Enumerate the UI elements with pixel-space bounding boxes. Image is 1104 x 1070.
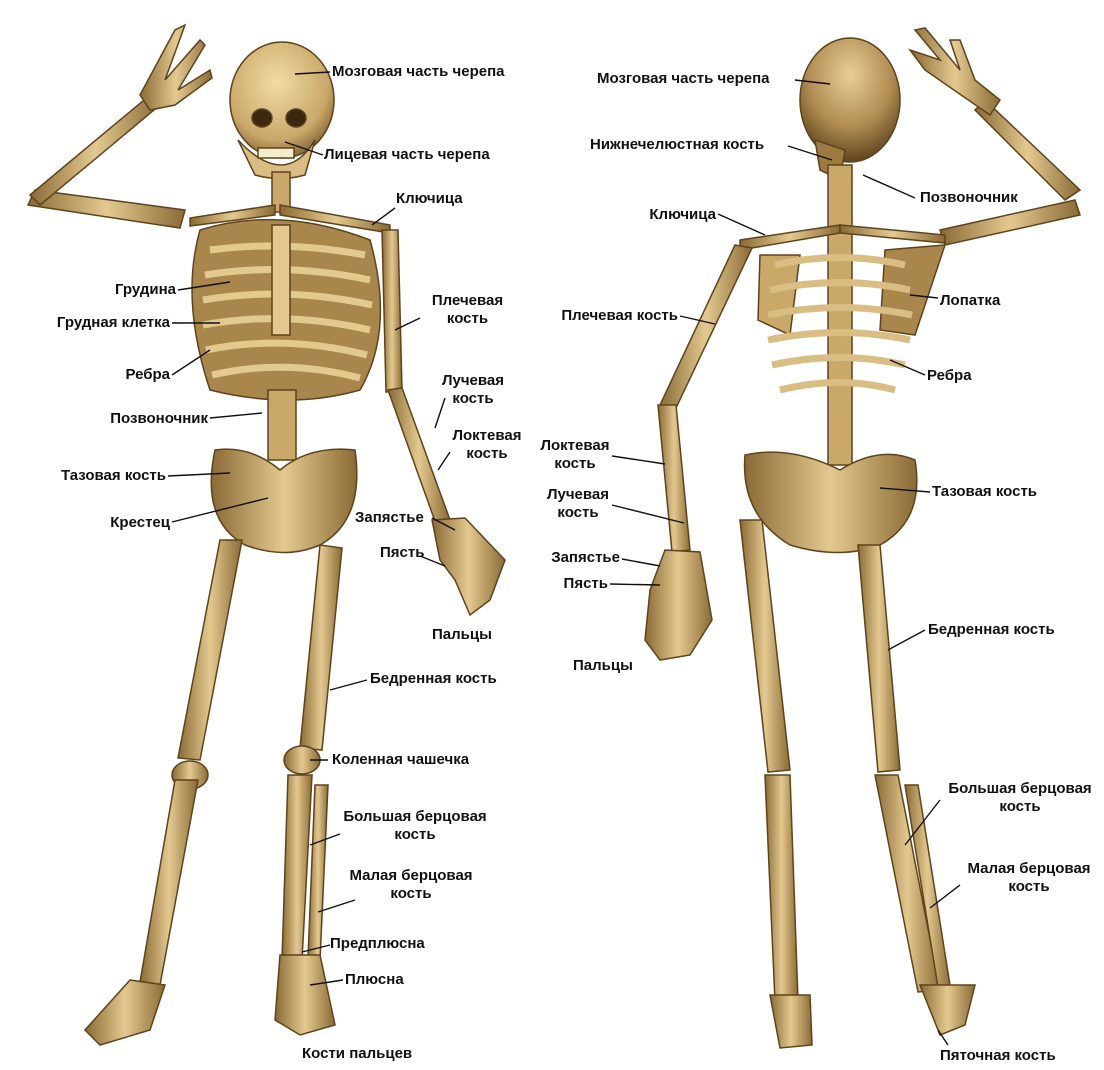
front-foot-right xyxy=(85,980,165,1045)
label-back-radius: Лучевая кость xyxy=(545,486,611,522)
label-front-patella: Коленная чашечка xyxy=(332,751,469,769)
label-back-femur: Бедренная кость xyxy=(928,621,1055,639)
front-humerus xyxy=(382,230,402,392)
label-front-metatarsus: Плюсна xyxy=(345,971,404,989)
front-raised-hand xyxy=(140,25,212,110)
label-back-pelvis: Тазовая кость xyxy=(932,483,1037,501)
back-clavicle xyxy=(740,225,840,250)
front-hand xyxy=(432,518,505,615)
front-sternum xyxy=(272,225,290,335)
label-front-ribs: Ребра xyxy=(100,366,170,384)
label-front-spine: Позвоночник xyxy=(60,410,208,428)
label-front-skull-cranial: Мозговая часть черепа xyxy=(332,63,505,81)
label-back-metacarpus: Пясть xyxy=(550,575,608,593)
label-back-mandible: Нижнечелюстная кость xyxy=(590,136,764,154)
back-humerus xyxy=(660,245,752,410)
label-back-scapula: Лопатка xyxy=(940,292,1000,310)
front-femur-left xyxy=(300,545,342,750)
label-back-spine: Позвоночник xyxy=(920,189,1018,207)
label-front-fingers: Пальцы xyxy=(432,626,492,644)
front-spine xyxy=(268,390,296,460)
label-front-clavicle: Ключица xyxy=(396,190,463,208)
front-femur-right xyxy=(178,540,242,760)
back-foot-left xyxy=(920,985,975,1035)
label-back-skull-cranial: Мозговая часть черепа xyxy=(597,70,770,88)
back-pelvis xyxy=(745,452,917,552)
front-tibia-left xyxy=(282,775,312,960)
label-back-ribs: Ребра xyxy=(927,367,972,385)
label-front-tibia: Большая берцовая кость xyxy=(330,808,500,844)
label-back-tibia: Большая берцовая кость xyxy=(935,780,1104,816)
label-front-sternum: Грудина xyxy=(100,281,176,299)
label-front-skull-facial: Лицевая часть черепа xyxy=(324,146,490,164)
back-femur-right xyxy=(740,520,790,772)
front-forearm xyxy=(388,388,450,524)
label-back-fibula: Малая берцовая кость xyxy=(955,860,1103,896)
label-back-calcaneus: Пяточная кость xyxy=(940,1047,1056,1065)
label-front-toes: Кости пальцев xyxy=(302,1045,412,1063)
label-back-fingers: Пальцы xyxy=(573,657,633,675)
label-front-tarsus: Предплюсна xyxy=(330,935,425,953)
label-front-thorax: Грудная клетка xyxy=(30,314,170,332)
front-raised-forearm xyxy=(30,95,160,205)
back-foot-right xyxy=(770,995,812,1048)
back-hand xyxy=(645,550,712,660)
label-front-radius: Лучевая кость xyxy=(428,372,518,408)
back-tibia-right xyxy=(765,775,798,1002)
back-spine xyxy=(828,165,852,465)
label-front-metacarpus: Пясть xyxy=(380,544,424,562)
front-pelvis xyxy=(211,449,357,552)
label-front-femur: Бедренная кость xyxy=(370,670,497,688)
back-femur-left xyxy=(858,545,900,772)
back-raised-hand xyxy=(910,28,1000,115)
label-front-fibula: Малая берцовая кость xyxy=(336,867,486,903)
label-front-ulna: Локтевая кость xyxy=(443,427,531,463)
front-skull xyxy=(230,42,334,158)
label-front-wrist: Запястье xyxy=(355,509,424,527)
label-back-humerus: Плечевая кость xyxy=(540,307,678,325)
label-back-ulna: Локтевая кость xyxy=(540,437,610,473)
label-front-pelvis: Тазовая кость xyxy=(30,467,166,485)
label-front-sacrum: Крестец xyxy=(80,514,170,532)
front-tibia-right xyxy=(140,780,198,985)
front-foot-left xyxy=(275,955,335,1035)
back-forearm xyxy=(658,405,690,552)
label-back-clavicle: Ключица xyxy=(630,206,716,224)
label-back-wrist: Запястье xyxy=(530,549,620,567)
label-front-humerus: Плечевая кость xyxy=(420,292,515,328)
